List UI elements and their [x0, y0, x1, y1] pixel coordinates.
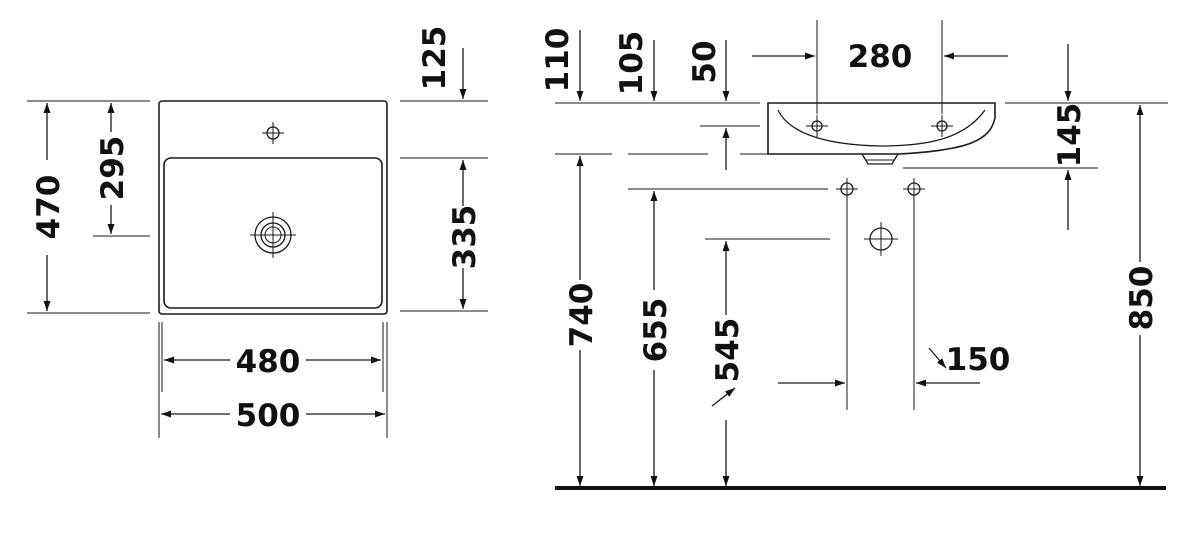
water-connection-left-icon — [836, 178, 858, 200]
tap-hole-right-icon — [931, 115, 953, 137]
dim-125: 125 — [417, 26, 453, 91]
basin-profile — [767, 102, 996, 155]
leader-545 — [711, 387, 736, 407]
waste-connection-icon — [864, 222, 898, 256]
side-view: 110 105 50 280 145 740 655 545 — [540, 20, 1168, 490]
dim-480: 480 — [236, 344, 301, 380]
dim-105: 105 — [614, 31, 650, 96]
drain-icon — [250, 212, 296, 258]
dim-50: 50 — [687, 40, 723, 83]
dim-150: 150 — [946, 342, 1011, 378]
tap-hole-left-icon — [806, 115, 828, 137]
dim-545: 545 — [710, 318, 746, 383]
dim-655: 655 — [638, 298, 674, 363]
water-connection-right-icon — [903, 178, 925, 200]
tap-hole-icon — [262, 122, 284, 144]
dim-335: 335 — [447, 205, 483, 270]
dim-740: 740 — [564, 283, 600, 348]
dim-470: 470 — [31, 175, 67, 240]
drain-spigot — [861, 153, 899, 165]
dim-500: 500 — [236, 398, 301, 434]
dim-145: 145 — [1052, 103, 1088, 168]
leader-150 — [928, 347, 947, 369]
dim-280: 280 — [848, 39, 913, 75]
dim-110: 110 — [540, 28, 576, 93]
top-view: 470 295 125 335 480 500 — [27, 26, 488, 438]
dim-850: 850 — [1124, 266, 1160, 331]
dim-295: 295 — [95, 136, 131, 201]
